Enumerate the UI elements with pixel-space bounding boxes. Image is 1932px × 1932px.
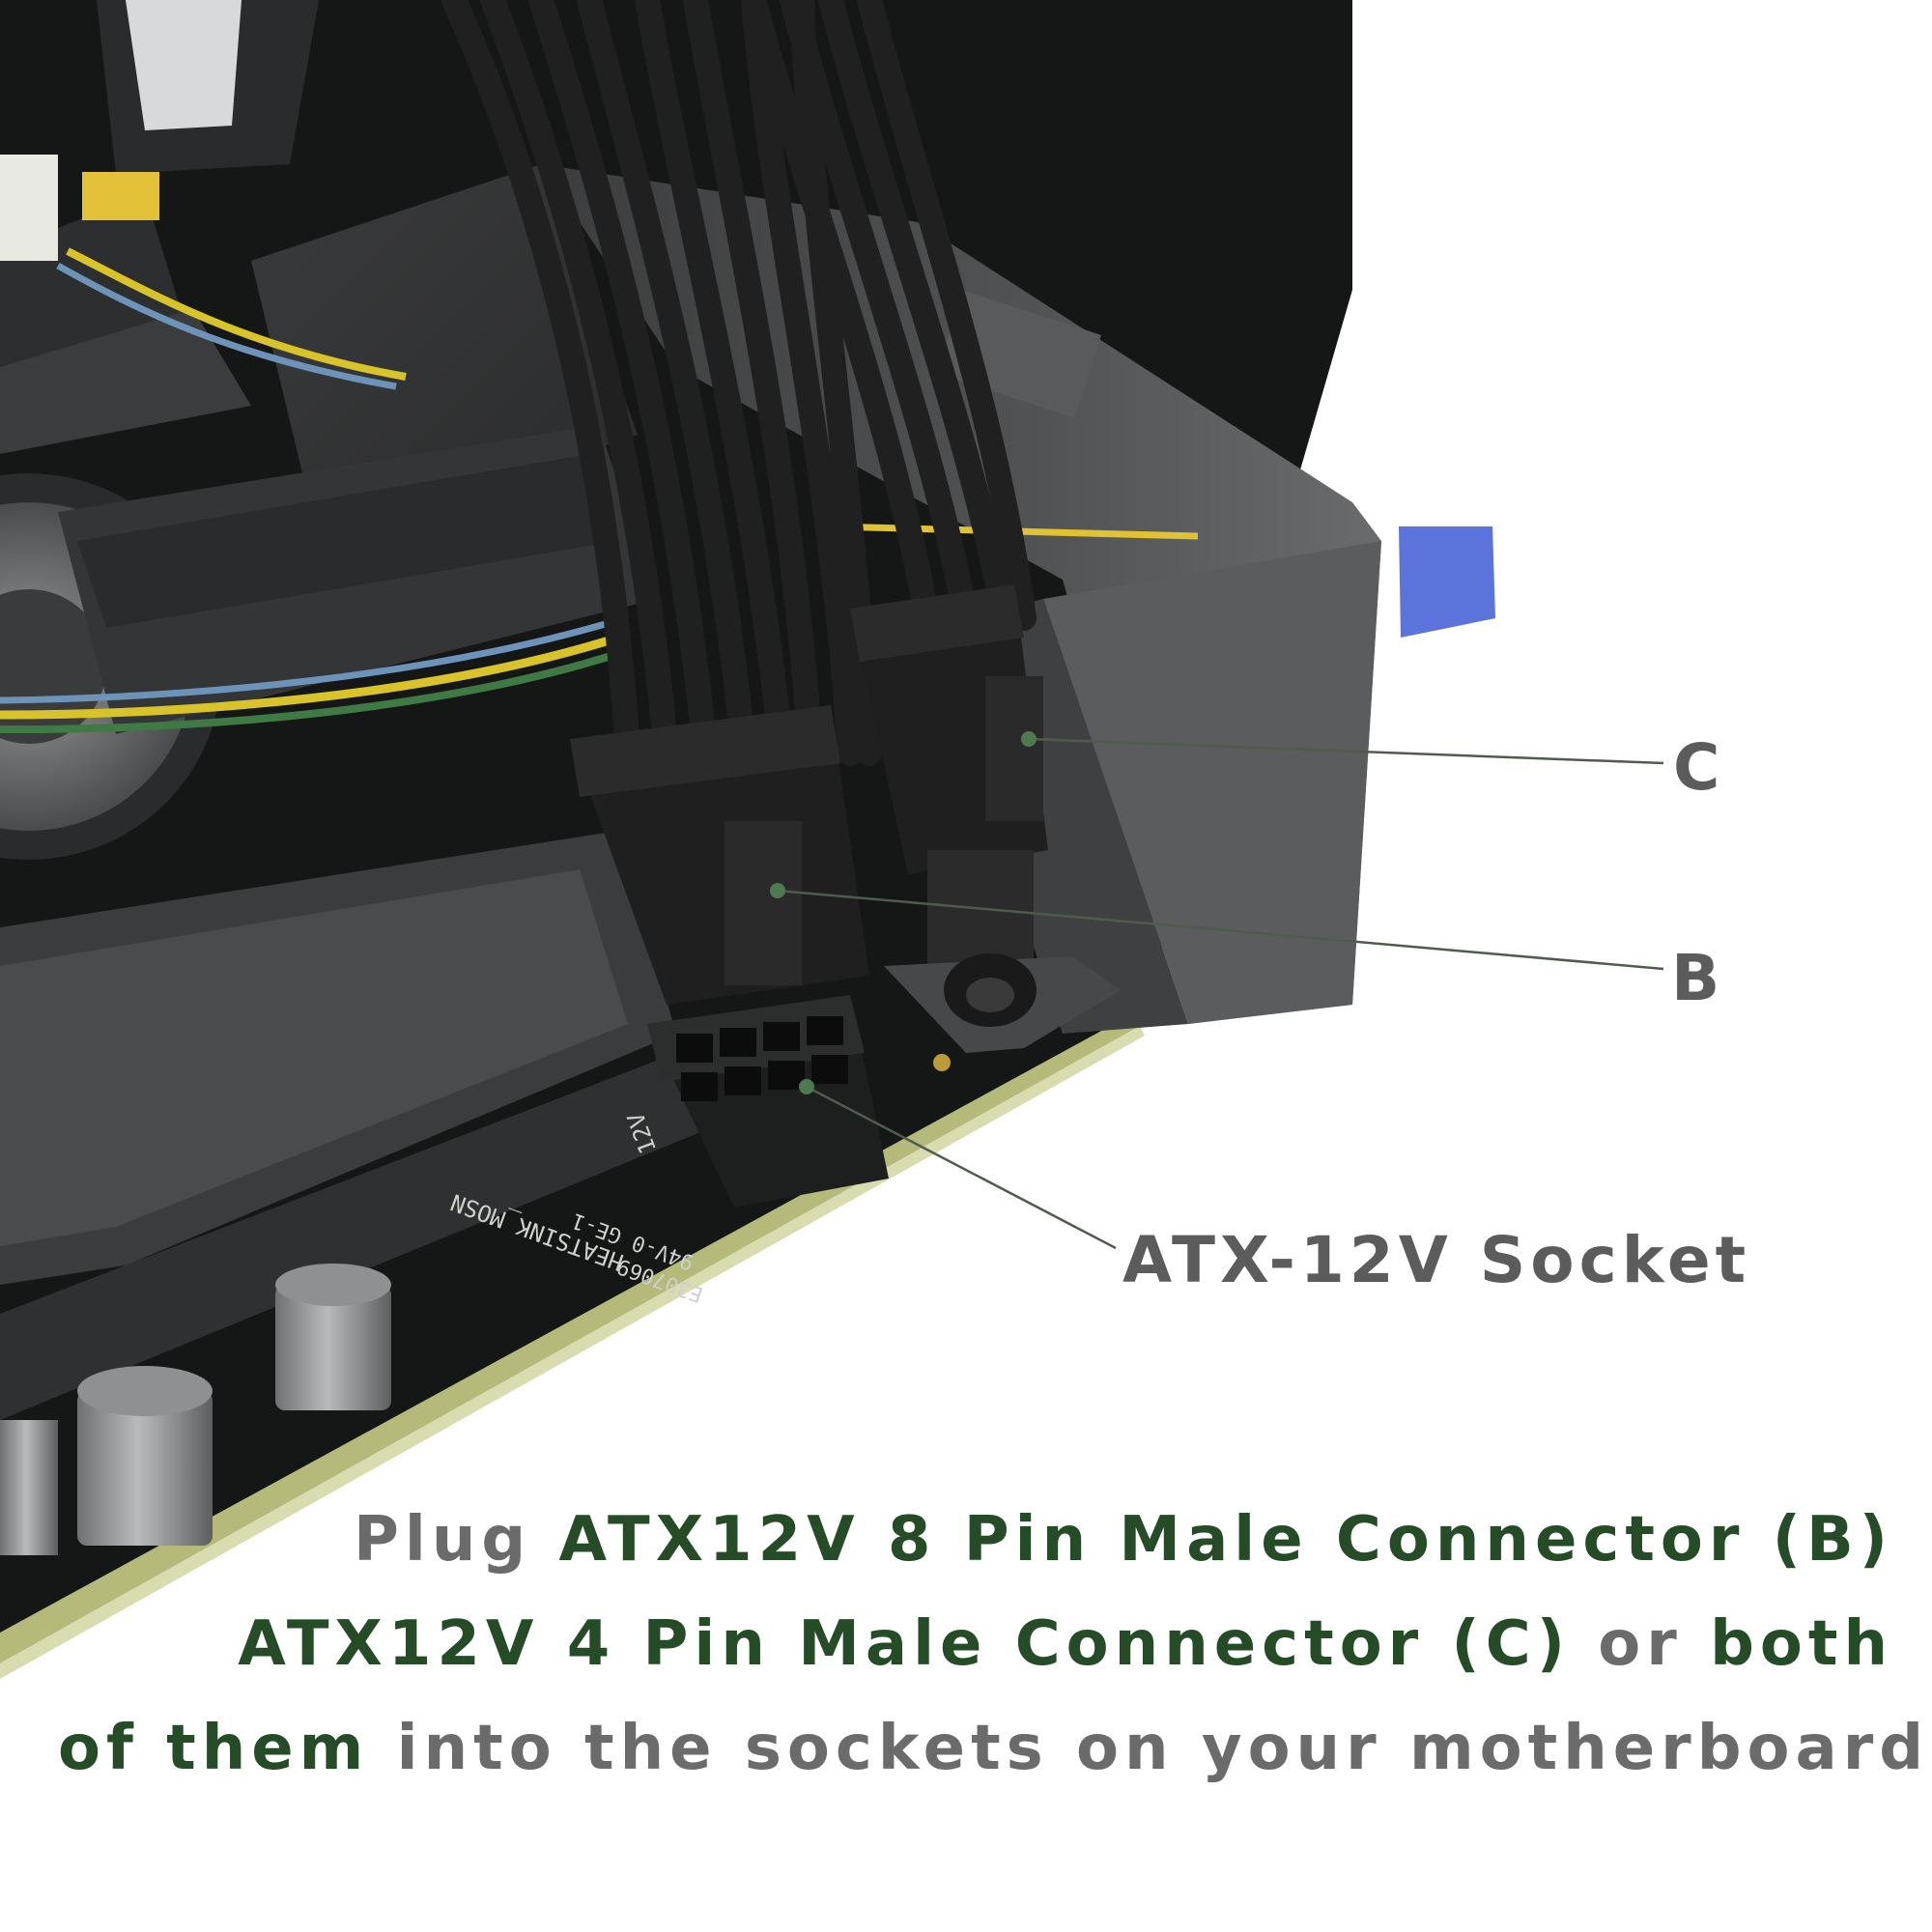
screw-mount	[884, 953, 1121, 1071]
callout-dots	[770, 731, 1037, 1094]
dot-socket	[799, 1079, 814, 1094]
leader-c	[1028, 737, 1664, 765]
leader-b	[777, 889, 1664, 971]
blue-tab	[1399, 526, 1495, 638]
caption-line-1: Plug ATX12V 8 Pin Male Connector (B)	[58, 1488, 1893, 1592]
caption-line-2: ATX12V 4 Pin Male Connector (C) or both	[58, 1592, 1893, 1696]
instruction-caption: Plug ATX12V 8 Pin Male Connector (B) ATX…	[58, 1488, 1932, 1801]
caption-segment: Plug	[353, 1504, 559, 1576]
caption-segment: or	[1570, 1608, 1711, 1680]
dot-b	[770, 883, 785, 898]
callout-leaders	[777, 737, 1664, 1250]
caption-segment: of them	[58, 1713, 370, 1784]
fan-wires	[0, 247, 625, 734]
caption-line-3: of them into the sockets on your motherb…	[58, 1696, 1932, 1801]
caption-segment: ATX12V 8 Pin Male Connector (B)	[558, 1504, 1893, 1576]
caption-segment: into the sockets on your motherboard.	[369, 1713, 1932, 1784]
capacitors	[0, 1264, 391, 1555]
caption-segment: both	[1710, 1608, 1893, 1680]
atx12v-socket	[647, 995, 889, 1208]
callout-label-c: C	[1673, 730, 1720, 805]
fan-connector	[0, 155, 159, 261]
caption-segment: ATX12V 4 Pin Male Connector (C)	[238, 1608, 1571, 1680]
callout-label-socket: ATX-12V Socket	[1122, 1223, 1751, 1297]
atx12v-8pin-connector	[570, 705, 869, 1005]
psu-cables	[441, 0, 1037, 776]
dot-c	[1021, 731, 1037, 747]
pcie-slot-area	[0, 0, 319, 454]
callout-label-b: B	[1671, 941, 1720, 1015]
leader-socket	[806, 1085, 1117, 1250]
